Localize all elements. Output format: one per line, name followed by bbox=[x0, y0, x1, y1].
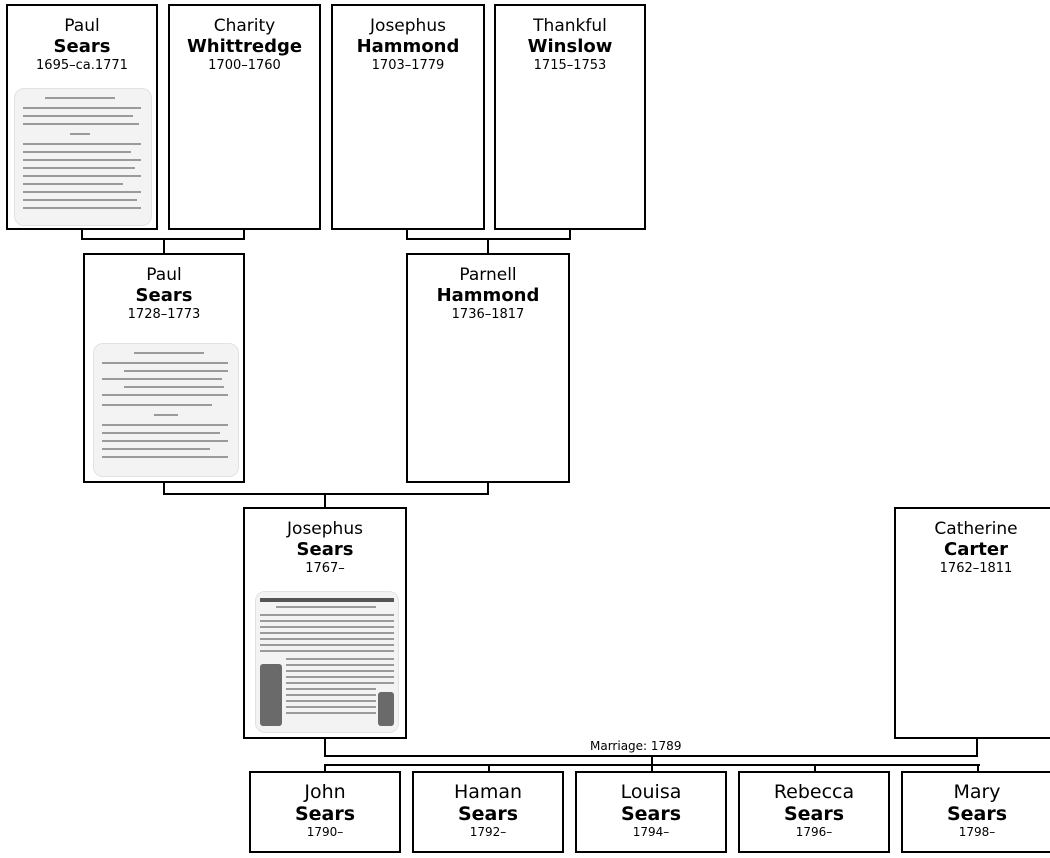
last-name: Sears bbox=[946, 803, 1008, 825]
life-dates: 1796– bbox=[795, 825, 833, 839]
marriage-label: Marriage: 1789 bbox=[590, 739, 682, 753]
child-card[interactable]: Louisa Sears 1794– bbox=[575, 771, 727, 853]
person-card[interactable]: Paul Sears 1728–1773 bbox=[83, 253, 245, 483]
last-name: Sears bbox=[135, 285, 193, 306]
first-name: Charity bbox=[213, 16, 276, 36]
first-name: Catherine bbox=[934, 519, 1018, 539]
first-name: Mary bbox=[953, 781, 1001, 803]
life-dates: 1767– bbox=[305, 561, 345, 576]
life-dates: 1728–1773 bbox=[127, 307, 201, 322]
connector-line bbox=[406, 230, 408, 240]
last-name: Hammond bbox=[356, 36, 460, 57]
connector-line bbox=[487, 238, 489, 254]
life-dates: 1794– bbox=[632, 825, 670, 839]
first-name: Thankful bbox=[533, 16, 607, 36]
first-name: Haman bbox=[453, 781, 523, 803]
life-dates: 1703–1779 bbox=[371, 58, 445, 73]
last-name: Sears bbox=[620, 803, 682, 825]
first-name: Paul bbox=[146, 265, 182, 285]
first-name: Josephus bbox=[287, 519, 363, 539]
connector-line bbox=[163, 483, 165, 495]
connector-line bbox=[324, 764, 326, 772]
connector-line bbox=[324, 493, 326, 508]
person-card[interactable]: Josephus Sears 1767– bbox=[243, 507, 407, 739]
last-name: Sears bbox=[457, 803, 519, 825]
first-name: Louisa bbox=[620, 781, 682, 803]
first-name: John bbox=[304, 781, 346, 803]
connector-line bbox=[81, 230, 83, 240]
connector-line bbox=[651, 764, 653, 772]
connector-line bbox=[163, 238, 165, 254]
connector-line bbox=[324, 739, 326, 757]
life-dates: 1695–ca.1771 bbox=[36, 58, 128, 73]
life-dates: 1792– bbox=[469, 825, 507, 839]
person-card[interactable]: Paul Sears 1695–ca.1771 bbox=[6, 4, 158, 230]
child-card[interactable]: Haman Sears 1792– bbox=[412, 771, 564, 853]
connector-line bbox=[651, 755, 653, 766]
connector-line bbox=[488, 764, 490, 772]
person-card[interactable]: Catherine Carter 1762–1811 bbox=[894, 507, 1050, 739]
first-name: Josephus bbox=[370, 16, 446, 36]
last-name: Winslow bbox=[527, 36, 613, 57]
life-dates: 1736–1817 bbox=[451, 307, 525, 322]
person-card[interactable]: Parnell Hammond 1736–1817 bbox=[406, 253, 570, 483]
person-card[interactable]: Charity Whittredge 1700–1760 bbox=[168, 4, 321, 230]
connector-line bbox=[977, 764, 979, 772]
person-card[interactable]: Thankful Winslow 1715–1753 bbox=[494, 4, 646, 230]
document-thumbnail bbox=[93, 343, 239, 477]
last-name: Sears bbox=[53, 36, 111, 57]
document-thumbnail bbox=[255, 591, 399, 733]
last-name: Whittredge bbox=[186, 36, 303, 57]
last-name: Sears bbox=[294, 803, 356, 825]
first-name: Paul bbox=[64, 16, 100, 36]
connector-line bbox=[569, 230, 571, 240]
first-name: Rebecca bbox=[773, 781, 855, 803]
connector-line bbox=[976, 739, 978, 757]
last-name: Sears bbox=[296, 539, 354, 560]
life-dates: 1700–1760 bbox=[208, 58, 281, 73]
connector-line bbox=[487, 483, 489, 495]
last-name: Hammond bbox=[436, 285, 540, 306]
life-dates: 1798– bbox=[958, 825, 996, 839]
last-name: Sears bbox=[783, 803, 845, 825]
child-card[interactable]: Rebecca Sears 1796– bbox=[738, 771, 890, 853]
document-thumbnail bbox=[14, 88, 152, 226]
life-dates: 1790– bbox=[306, 825, 344, 839]
child-card[interactable]: John Sears 1790– bbox=[249, 771, 401, 853]
first-name: Parnell bbox=[459, 265, 517, 285]
connector-line bbox=[163, 493, 489, 495]
life-dates: 1715–1753 bbox=[533, 58, 607, 73]
connector-line bbox=[243, 230, 245, 240]
life-dates: 1762–1811 bbox=[939, 561, 1013, 576]
child-card[interactable]: Mary Sears 1798– bbox=[901, 771, 1050, 853]
connector-line bbox=[814, 764, 816, 772]
person-card[interactable]: Josephus Hammond 1703–1779 bbox=[331, 4, 485, 230]
last-name: Carter bbox=[944, 539, 1008, 560]
